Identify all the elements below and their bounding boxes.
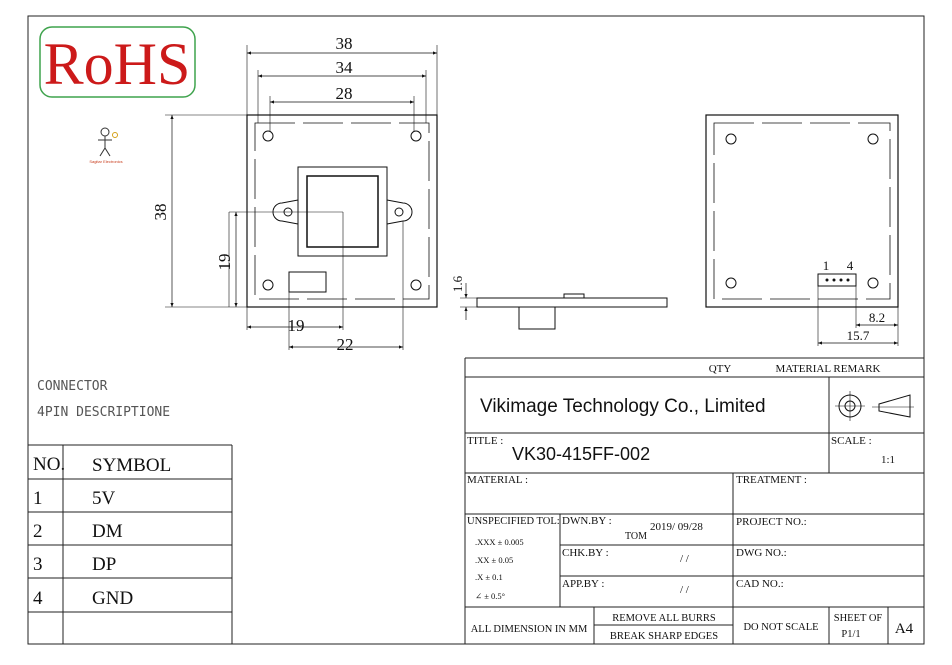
connector-description: CONNECTOR 4PIN DESCRIPTIONE <box>37 379 170 420</box>
qty-label: QTY <box>709 363 732 375</box>
app-by-label: APP.BY : <box>562 578 604 590</box>
dim-thickness: 1.6 <box>450 275 465 292</box>
back-board-outline <box>705 114 899 308</box>
material-label: MATERIAL : <box>467 474 528 486</box>
pin-row-3-no: 3 <box>33 554 43 575</box>
dim-width-38: 38 <box>336 34 353 53</box>
mount-hole <box>410 279 422 291</box>
dim-width-28: 28 <box>336 84 353 103</box>
title-label: TITLE : <box>467 435 503 447</box>
mascot-caption: Sagitar Electronics <box>89 159 122 164</box>
cad-no-label: CAD NO.: <box>736 578 784 590</box>
board-keepout <box>254 122 430 300</box>
board-outline <box>246 114 438 308</box>
tol-xx: .XX ± 0.05 <box>475 555 513 565</box>
break-edges-note: BREAK SHARP EDGES <box>610 631 718 642</box>
dim-15-7: 15.7 <box>847 328 870 343</box>
back-connector <box>817 273 857 287</box>
pin-table: NO. SYMBOL 1 5V 2 DM 3 DP 4 GND <box>28 444 233 644</box>
sheet-number: P1/1 <box>841 629 860 640</box>
pin-row-4-symbol: GND <box>92 588 133 609</box>
back-view: 1 4 8.2 15.7 <box>705 114 899 346</box>
tol-angle: ∠ ± 0.5° <box>475 591 505 601</box>
rohs-text: RoHS <box>44 31 191 97</box>
front-view: 38 34 28 38 19 19 22 <box>151 34 438 354</box>
pin-row-4-no: 4 <box>33 588 43 609</box>
app-date: / / <box>680 584 690 596</box>
back-hole <box>725 133 737 145</box>
material-remark-label: MATERIAL REMARK <box>775 363 880 375</box>
connector-outline <box>288 271 327 293</box>
chk-date: / / <box>680 553 690 565</box>
dim-bottom-19: 19 <box>288 316 305 335</box>
paper-size: A4 <box>895 621 914 637</box>
pin-1-label: 1 <box>823 258 830 273</box>
back-keepout <box>713 122 891 300</box>
dim-8-2: 8.2 <box>869 310 885 325</box>
remove-burrs-note: REMOVE ALL BURRS <box>612 613 716 624</box>
rohs-logo: RoHS <box>39 26 196 98</box>
lens-ear-right <box>386 199 413 225</box>
side-connector <box>563 293 585 299</box>
scale-label: SCALE : <box>831 435 872 447</box>
mount-hole <box>262 130 274 142</box>
mount-hole <box>262 279 274 291</box>
tol-x: .X ± 0.1 <box>475 572 503 582</box>
dim-width-34: 34 <box>336 58 354 77</box>
dwn-date: 2019/ 09/28 <box>650 521 703 533</box>
sheet-of-label: SHEET OF <box>834 613 883 624</box>
drawing-frame <box>27 15 925 645</box>
dwn-name: TOM <box>625 531 647 542</box>
side-view: 1.6 <box>450 275 668 330</box>
project-no-label: PROJECT NO.: <box>736 516 807 528</box>
pin-row-2-no: 2 <box>33 521 43 542</box>
company-name: Vikimage Technology Co., Limited <box>480 396 766 417</box>
mount-hole <box>410 130 422 142</box>
connector-title: CONNECTOR <box>37 379 108 394</box>
pin-4-label: 4 <box>847 258 854 273</box>
dwg-no-label: DWG NO.: <box>736 547 787 559</box>
do-not-scale-note: DO NOT SCALE <box>743 622 818 633</box>
dim-height-38: 38 <box>151 204 170 221</box>
pin-row-2-symbol: DM <box>92 521 123 542</box>
unspecified-tol-label: UNSPECIFIED TOL: <box>467 516 560 527</box>
treatment-label: TREATMENT : <box>736 474 807 486</box>
back-hole <box>867 133 879 145</box>
lens-holder-inner <box>306 175 379 248</box>
back-hole <box>867 277 879 289</box>
all-dimension-note: ALL DIMENSION IN MM <box>471 624 588 635</box>
engineer-figure-icon: Sagitar Electronics <box>89 127 123 164</box>
dim-bottom-22: 22 <box>337 335 354 354</box>
pin-row-1-no: 1 <box>33 488 43 509</box>
pin-table-header-symbol: SYMBOL <box>92 455 171 476</box>
pin-row-1-symbol: 5V <box>92 488 116 509</box>
connector-subtitle: 4PIN DESCRIPTIONE <box>37 405 170 420</box>
chk-by-label: CHK.BY : <box>562 547 609 559</box>
side-lens-holder <box>518 306 556 330</box>
dim-height-19: 19 <box>215 254 234 271</box>
pcb-edge <box>476 297 668 308</box>
pin-table-header-no: NO. <box>33 454 65 475</box>
scale-value: 1:1 <box>881 454 895 466</box>
projection-symbol-icon <box>835 391 914 421</box>
rohs-border <box>39 26 196 98</box>
drawing-title: VK30-415FF-002 <box>512 444 650 464</box>
tol-xxx: .XXX ± 0.005 <box>475 537 524 547</box>
lens-holder-outer <box>297 166 388 257</box>
title-block: QTY MATERIAL REMARK Vikimage Technology … <box>464 357 924 644</box>
back-hole <box>725 277 737 289</box>
dwn-by-label: DWN.BY : <box>562 515 612 527</box>
pin-row-3-symbol: DP <box>92 554 116 575</box>
